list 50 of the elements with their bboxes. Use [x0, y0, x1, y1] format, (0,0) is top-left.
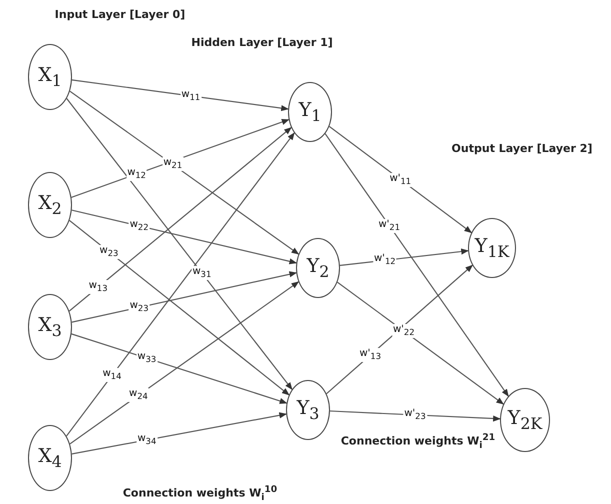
edge-label: w'$_{11}$ — [388, 172, 412, 186]
arrow — [70, 281, 300, 444]
edge-label: w'$_{21}$ — [378, 218, 402, 233]
neuron-label: X$_{3}$ — [38, 314, 62, 340]
arrow — [328, 126, 472, 234]
edge-label: w'$_{22}$ — [392, 324, 416, 338]
neuron-label: Y$_{1}$ — [298, 99, 322, 125]
arrow — [70, 90, 300, 255]
neuron-label: X$_{2}$ — [38, 192, 62, 218]
neuron-circle — [286, 380, 330, 440]
arrow — [324, 133, 509, 397]
edge-label: w$_{33}$ — [136, 351, 158, 366]
arrow — [68, 127, 292, 312]
neuron-label: Y$_{1K}$ — [474, 235, 510, 261]
arrow — [72, 79, 289, 112]
neuron-label: X$_{4}$ — [38, 445, 62, 471]
edge-label: w$_{21}$ — [162, 157, 184, 172]
neuron-circle — [500, 388, 550, 452]
neuron-label: Y$_{2}$ — [306, 255, 330, 281]
neuron-label: X$_{1}$ — [38, 64, 62, 90]
caption: Input Layer [Layer 0] — [54, 8, 186, 21]
arrow — [326, 264, 473, 394]
edge-label: w$_{23}$ — [98, 244, 120, 259]
edge-label: w$_{31}$ — [191, 266, 212, 280]
arrow — [66, 98, 292, 390]
arrow — [66, 132, 295, 436]
neuron-label: Y$_{2K}$ — [508, 407, 542, 433]
neuron-circle — [288, 82, 332, 142]
arrow — [72, 210, 298, 264]
arrow — [330, 410, 501, 422]
neuron-label: Y$_{3}$ — [296, 397, 320, 423]
edge-label: w$_{34}$ — [136, 432, 158, 447]
edge-label: w$_{13}$ — [88, 280, 108, 294]
arrow — [71, 119, 290, 198]
edge-label: w$_{11}$ — [180, 88, 202, 103]
edge-label: w'$_{23}$ — [403, 408, 427, 422]
caption: Hidden Layer [Layer 1] — [191, 36, 333, 49]
arrow — [69, 220, 290, 396]
edge-label: w$_{24}$ — [128, 388, 149, 402]
edge-label: w$_{22}$ — [128, 218, 150, 233]
arrow — [337, 282, 504, 405]
edge-label: w'$_{13}$ — [358, 348, 382, 362]
edge-label: w$_{12}$ — [126, 167, 147, 182]
arrow — [340, 248, 469, 266]
edge-label: w$_{14}$ — [102, 368, 122, 382]
arrow — [71, 333, 288, 404]
arrow — [72, 412, 287, 454]
edge-label: w$_{23}$ — [128, 300, 150, 314]
arrow — [72, 271, 298, 323]
caption: Output Layer [Layer 2] — [452, 142, 592, 155]
